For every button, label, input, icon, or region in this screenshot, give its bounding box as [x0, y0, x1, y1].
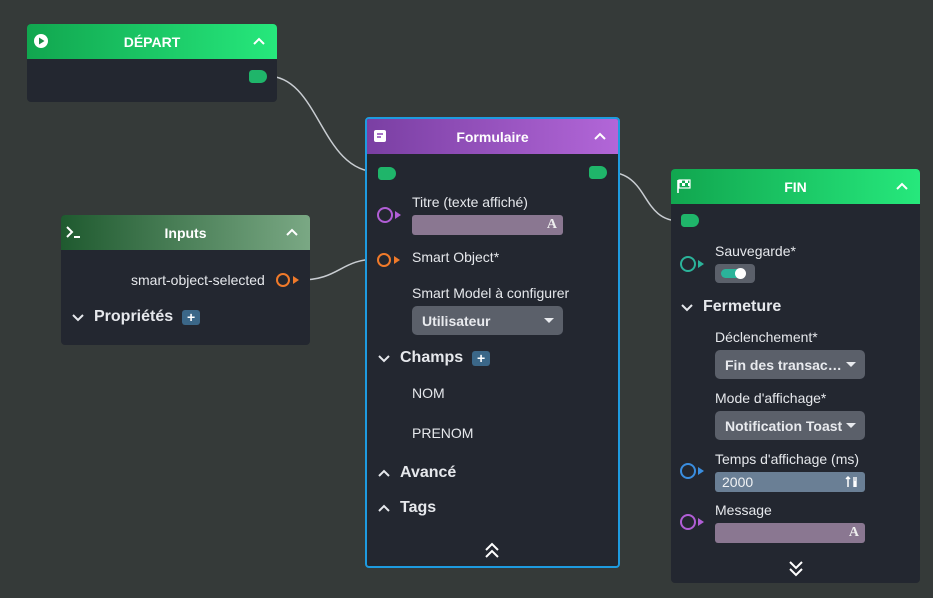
formulaire-node[interactable]: Formulaire Titre (texte affiché) A Smart…: [365, 117, 620, 568]
depart-title: DÉPART: [123, 33, 181, 50]
message-port[interactable]: [680, 514, 696, 530]
chevron-down-icon: [72, 314, 84, 322]
titre-label: Titre (texte affiché): [412, 194, 528, 210]
input-arrow-icon: [394, 256, 400, 264]
field-item[interactable]: PRENOM: [412, 425, 474, 441]
smart-object-label: Smart Object*: [412, 249, 500, 265]
chevron-up-icon[interactable]: [284, 224, 300, 240]
smart-object-selected-port[interactable]: [276, 273, 290, 287]
message-input[interactable]: A: [715, 523, 865, 543]
mode-affichage-label: Mode d'affichage*: [715, 390, 827, 406]
section-tags[interactable]: Tags: [377, 499, 436, 517]
formulaire-title: Formulaire: [456, 128, 529, 145]
section-proprietes-label: Propriétés: [94, 308, 174, 325]
chevron-down-icon: [378, 355, 390, 363]
section-tags-label: Tags: [400, 499, 437, 516]
field-item[interactable]: NOM: [412, 385, 445, 401]
inputs-title: Inputs: [164, 224, 207, 241]
add-property-button[interactable]: +: [182, 309, 201, 325]
smart-model-select[interactable]: Utilisateur: [412, 306, 563, 335]
chevron-up-icon: [378, 504, 390, 512]
chevron-down-icon: [681, 304, 693, 312]
inputs-header[interactable]: Inputs: [61, 215, 310, 250]
declenchement-select[interactable]: Fin des transac…: [715, 350, 865, 379]
collapse-all-icon[interactable]: [483, 541, 501, 559]
formulaire-header[interactable]: Formulaire: [367, 119, 618, 154]
chevron-up-icon[interactable]: [894, 178, 910, 194]
temps-affichage-input[interactable]: 2000: [715, 472, 865, 492]
caret-down-icon: [544, 318, 554, 323]
temps-affichage-value: 2000: [722, 474, 754, 490]
depart-flow-out-port[interactable]: [249, 70, 267, 83]
temps-affichage-label: Temps d'affichage (ms): [715, 451, 860, 467]
play-circle-icon: [34, 34, 48, 48]
sauvegarde-toggle[interactable]: [715, 264, 755, 283]
text-type-icon: A: [546, 217, 557, 232]
smart-object-port[interactable]: [377, 253, 391, 267]
smart-model-label: Smart Model à configurer: [412, 285, 570, 301]
inputs-node[interactable]: Inputs smart-object-selected Propriétés …: [61, 215, 310, 345]
fin-title: FIN: [784, 178, 807, 195]
section-champs[interactable]: Champs +: [377, 349, 491, 367]
toggle-track: [721, 269, 743, 278]
caret-down-icon: [846, 423, 856, 428]
chevron-up-icon[interactable]: [592, 128, 608, 144]
section-champs-label: Champs: [400, 349, 464, 366]
number-sort-icon: [845, 475, 857, 487]
section-proprietes[interactable]: Propriétés +: [71, 308, 201, 326]
terminal-icon: [66, 226, 80, 238]
titre-input[interactable]: A: [412, 215, 563, 235]
sauvegarde-port[interactable]: [680, 256, 696, 272]
section-avance-label: Avancé: [400, 464, 457, 481]
formulaire-flow-in-port[interactable]: [378, 167, 396, 180]
mode-affichage-select[interactable]: Notification Toast: [715, 411, 865, 440]
text-type-icon: A: [848, 525, 859, 540]
caret-down-icon: [846, 362, 856, 367]
depart-node[interactable]: DÉPART: [27, 24, 277, 102]
output-arrow-icon: [293, 276, 299, 284]
wire-depart-formulaire[interactable]: [266, 75, 379, 173]
checkered-flag-icon: [677, 179, 691, 193]
form-icon: [374, 130, 386, 142]
mode-affichage-value: Notification Toast: [725, 417, 843, 434]
section-avance[interactable]: Avancé: [377, 464, 456, 482]
toggle-knob: [735, 268, 746, 279]
section-fermeture[interactable]: Fermeture: [680, 298, 781, 316]
fin-node[interactable]: FIN Sauvegarde* Fermeture Déclenchement*…: [671, 169, 920, 583]
expand-all-icon[interactable]: [787, 559, 805, 577]
input-arrow-icon: [698, 260, 704, 268]
fin-flow-in-port[interactable]: [681, 214, 699, 227]
input-arrow-icon: [395, 211, 401, 219]
chevron-up-icon: [378, 469, 390, 477]
smart-model-value: Utilisateur: [422, 312, 491, 329]
formulaire-flow-out-port[interactable]: [589, 166, 607, 179]
section-fermeture-label: Fermeture: [703, 298, 782, 315]
fin-header[interactable]: FIN: [671, 169, 920, 204]
declenchement-label: Déclenchement*: [715, 329, 818, 345]
chevron-up-icon[interactable]: [251, 33, 267, 49]
input-arrow-icon: [698, 467, 704, 475]
sauvegarde-label: Sauvegarde*: [715, 243, 796, 259]
declenchement-value: Fin des transac…: [725, 356, 842, 373]
add-field-button[interactable]: +: [472, 350, 491, 366]
input-arrow-icon: [698, 518, 704, 526]
depart-header[interactable]: DÉPART: [27, 24, 277, 59]
temps-affichage-port[interactable]: [680, 463, 696, 479]
titre-port[interactable]: [377, 207, 393, 223]
smart-object-selected-label: smart-object-selected: [131, 272, 265, 288]
message-label: Message: [715, 502, 772, 518]
